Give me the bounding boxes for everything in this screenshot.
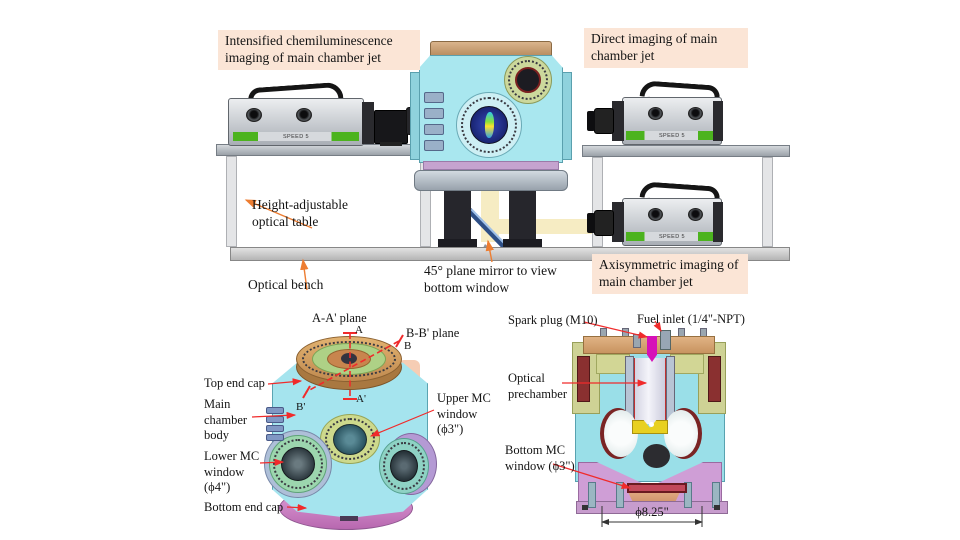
chamber-leg-right xyxy=(509,191,536,241)
label-height-table: Height-adjustable optical table xyxy=(252,197,348,229)
label-fuel-inlet: Fuel inlet (1/4"-NPT) xyxy=(637,312,745,326)
label-plane-bb: B-B' plane xyxy=(406,326,460,340)
label-point-b-prime: B' xyxy=(296,401,306,413)
chamber-leg-right-foot xyxy=(503,239,542,247)
br-left-window-seal xyxy=(577,356,590,402)
right-table-leg-front xyxy=(592,157,603,247)
lower-camera-front-block xyxy=(612,202,624,242)
label-top-end-cap: Top end cap xyxy=(204,376,265,390)
chamber-purple-strip xyxy=(423,161,559,170)
bl-right-window-glass xyxy=(390,450,418,482)
label-plane-aa: A-A' plane xyxy=(312,311,367,325)
horizontal-beam xyxy=(490,219,600,234)
label-main-chamber-body: Main chamber body xyxy=(204,397,248,443)
label-bottom-end-cap: Bottom end cap xyxy=(204,500,284,514)
upper-right-window-bolts xyxy=(508,60,548,100)
br-plug-bolt xyxy=(633,334,641,348)
left-table-leg-front xyxy=(226,156,237,247)
bl-left-window-bolts xyxy=(273,439,323,489)
br-plate-mark-right xyxy=(714,505,720,510)
chamber-port-bolt-1 xyxy=(424,92,444,103)
label-bottom-mc-window: Bottom MC window (ϕ3") xyxy=(505,443,575,473)
lower-camera-rear xyxy=(713,202,723,242)
upper-camera-lens-tip xyxy=(587,111,595,131)
upper-camera-connector-2 xyxy=(688,107,703,120)
bl-side-bolt-3 xyxy=(266,425,284,432)
label-point-a: A xyxy=(355,324,363,336)
upper-camera-rear xyxy=(713,101,723,141)
spark-plug xyxy=(647,336,657,362)
label-optical-prechamber: Optical prechamber xyxy=(508,371,567,401)
label-upper-mc-window: Upper MC window (ϕ3") xyxy=(437,391,491,437)
br-shoulder-right xyxy=(670,354,704,374)
camera-brand-label: SPEED 5 xyxy=(282,133,310,140)
camera-brand-label: SPEED 5 xyxy=(658,233,686,240)
left-camera-connector-2 xyxy=(296,108,312,122)
chamber-port-bolt-2 xyxy=(424,108,444,119)
chamber-base-plate xyxy=(414,170,568,191)
label-intensified-imaging: Intensified chemiluminescence imaging of… xyxy=(218,30,420,70)
vertical-beam xyxy=(481,186,499,242)
br-stud-3 xyxy=(684,482,692,508)
fuel-inlet-fitting xyxy=(660,330,671,350)
label-lower-mc-window: Lower MC window (ϕ4") xyxy=(204,449,260,495)
label-point-a-prime: A' xyxy=(356,393,366,405)
chamber-port-bolt-3 xyxy=(424,124,444,135)
camera-brand-label: SPEED 5 xyxy=(658,132,686,139)
label-axisymmetric-imaging: Axisymmetric imaging of main chamber jet xyxy=(592,254,748,294)
chamber-left-tab xyxy=(410,72,420,160)
lower-camera-lens xyxy=(594,210,614,236)
lower-camera-connector-2 xyxy=(688,208,703,221)
lower-camera-brand-stripe: SPEED 5 xyxy=(626,232,718,241)
right-table-leg-rear xyxy=(762,157,773,247)
upper-camera-connector-1 xyxy=(648,107,663,120)
chamber-right-tab xyxy=(562,72,572,160)
chamber-top-cap xyxy=(430,41,552,57)
label-plane-mirror: 45° plane mirror to view bottom window xyxy=(424,263,557,295)
left-camera-brand-stripe: SPEED 5 xyxy=(233,132,359,141)
right-table-top xyxy=(582,145,790,157)
bl-front-window-glass xyxy=(333,424,367,455)
upper-camera-front-block xyxy=(612,101,624,141)
lower-camera-connector-1 xyxy=(648,208,663,221)
bl-top-cap-center-hole xyxy=(341,353,357,364)
br-right-window-seal xyxy=(708,356,721,402)
br-plate-mark-left xyxy=(582,505,588,510)
label-optical-bench: Optical bench xyxy=(248,277,324,292)
image-intensifier xyxy=(374,110,408,144)
chamber-leg-left-foot xyxy=(438,239,477,247)
br-bottom-port xyxy=(643,444,670,468)
bl-side-bolt-1 xyxy=(266,407,284,414)
bl-right-window-bolts xyxy=(383,442,425,490)
br-right-window xyxy=(664,410,698,457)
chamber-leg-left xyxy=(444,191,471,241)
br-small-dot xyxy=(649,422,654,427)
br-stud-1 xyxy=(588,482,596,508)
prechamber-interior xyxy=(634,358,666,424)
label-spark-plug: Spark plug (M10) xyxy=(508,313,598,327)
plane-bb-tick-b xyxy=(395,334,404,348)
left-camera-connector-1 xyxy=(246,108,262,122)
main-window-bolts xyxy=(461,97,517,153)
upper-camera-brand-stripe: SPEED 5 xyxy=(626,131,718,140)
bl-front-window-bolts xyxy=(325,418,375,460)
bottom-window-glass xyxy=(627,483,687,493)
label-diameter: ϕ8.25" xyxy=(635,505,669,519)
lower-camera-lens-tip xyxy=(587,213,595,233)
left-camera-rear xyxy=(362,102,374,144)
bl-side-bolt-4 xyxy=(266,434,284,441)
intensifier-foot xyxy=(380,142,402,146)
bl-left-window-glass xyxy=(281,447,315,481)
label-point-b: B xyxy=(404,340,412,352)
upper-right-window-glass xyxy=(515,67,541,93)
bl-side-bolt-2 xyxy=(266,416,284,423)
bl-cap-slot xyxy=(340,516,358,521)
upper-camera-lens xyxy=(594,108,614,134)
chamber-port-bolt-4 xyxy=(424,140,444,151)
label-direct-imaging: Direct imaging of main chamber jet xyxy=(584,28,748,68)
